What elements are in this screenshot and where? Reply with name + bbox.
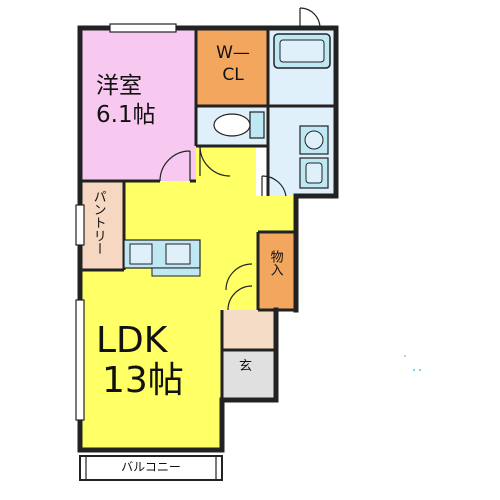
- washbasin-icon: [299, 157, 329, 189]
- ldk-size: 13帖: [102, 360, 184, 401]
- ldk-room: [80, 146, 296, 450]
- washing-machine-icon: [299, 125, 329, 155]
- pantry-label: パントリー: [90, 190, 106, 255]
- western-room-size: 6.1帖: [96, 102, 156, 128]
- ldk-name: LDK: [96, 320, 168, 361]
- entrance-label: 玄: [239, 359, 253, 374]
- toilet-icon: [213, 111, 265, 139]
- kitchen-counter: [123, 239, 201, 277]
- western-room-name: 洋室: [96, 73, 142, 99]
- windows: [75, 23, 177, 421]
- wcl-room: [196, 28, 268, 106]
- balcony-label: バルコニー: [121, 460, 181, 474]
- genkan-floor: [222, 310, 276, 350]
- wcl-label-line1: W—: [216, 43, 250, 63]
- kitchen-sink-icon: [129, 243, 153, 265]
- bathtub-icon: [273, 33, 331, 69]
- balcony: [79, 455, 223, 481]
- western-room: [80, 28, 196, 181]
- door-swing-icon: [159, 7, 321, 311]
- genkan-tile: [222, 350, 276, 400]
- pantry-room: [80, 181, 124, 270]
- storage-label: 物入: [267, 250, 283, 276]
- stove-icon: [165, 243, 191, 265]
- wcl-label-line2: CL: [222, 65, 244, 85]
- storage-room: [258, 232, 296, 310]
